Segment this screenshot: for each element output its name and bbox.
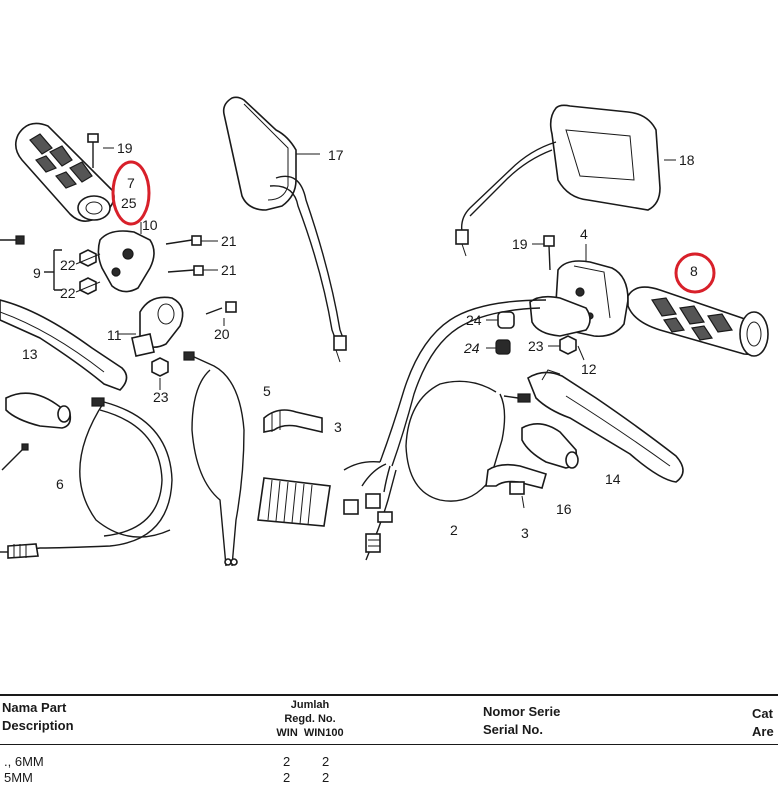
callout-25: 25 xyxy=(121,195,137,211)
lever-holder xyxy=(118,296,184,357)
callout-4: 4 xyxy=(580,226,588,242)
band-clamp-3-right xyxy=(485,463,547,509)
col-header-serial-id: Nomor Serie xyxy=(483,704,561,719)
callout-3-left: 3 xyxy=(334,419,342,435)
cap-24-lower xyxy=(486,339,511,355)
throttle-housing xyxy=(97,222,155,293)
callout-24-upper: 24 xyxy=(466,312,482,328)
callout-8: 8 xyxy=(690,263,698,279)
callout-23-right: 23 xyxy=(528,338,544,354)
callout-7: 7 xyxy=(127,175,135,191)
mirror-right xyxy=(455,104,676,257)
right-lever xyxy=(527,369,684,483)
callout-23-left: 23 xyxy=(153,389,169,405)
callout-14: 14 xyxy=(605,471,621,487)
lever-bracket-12 xyxy=(529,295,591,361)
callout-11: 11 xyxy=(107,327,122,343)
nuts-22-bracket xyxy=(44,249,101,295)
callout-10: 10 xyxy=(142,217,158,233)
col-header-qty-reg: Regd. No. xyxy=(284,713,336,725)
right-handlebar-grip xyxy=(627,286,769,357)
callout-13: 13 xyxy=(22,346,38,362)
header-separator xyxy=(0,744,778,745)
band-clamp-3-left xyxy=(263,409,323,434)
row-qty-win: 2 xyxy=(283,754,291,769)
callout-19-right: 19 xyxy=(512,236,528,252)
callout-2: 2 xyxy=(450,522,458,538)
col-header-cat-1: Cat xyxy=(752,706,773,721)
bolt-19-right xyxy=(532,235,555,271)
col-header-cat-2: Are xyxy=(752,724,774,739)
cap-24-upper xyxy=(486,311,515,329)
cable-6 xyxy=(0,397,173,559)
callout-21-upper: 21 xyxy=(221,233,237,249)
row-qty-win100: 2 xyxy=(322,754,330,769)
switch-wiring-harness xyxy=(257,299,547,527)
col-header-qty-id: Jumlah xyxy=(290,699,330,711)
callout-22-lower: 22 xyxy=(60,285,76,301)
screw-21-lower xyxy=(167,265,218,276)
callout-6: 6 xyxy=(56,476,64,492)
callout-19-left: 19 xyxy=(117,140,133,156)
callout-22-upper: 22 xyxy=(60,257,76,273)
col-header-name-en: Description xyxy=(2,718,74,733)
screw-21-upper xyxy=(165,235,218,246)
right-dust-cover xyxy=(521,423,579,469)
callout-17: 17 xyxy=(328,147,344,163)
callout-21-lower: 21 xyxy=(221,262,237,278)
callout-24-lower: 24 xyxy=(463,340,480,356)
callout-18: 18 xyxy=(679,152,695,168)
wire-end-left xyxy=(1,443,29,471)
left-lever xyxy=(0,299,128,391)
callout-16: 16 xyxy=(556,501,572,517)
callout-9: 9 xyxy=(33,265,41,281)
cable-2 xyxy=(365,380,531,561)
screw-20 xyxy=(205,301,237,326)
left-dust-cover xyxy=(5,392,72,429)
bolt-far-left xyxy=(0,235,25,245)
nut-23-left xyxy=(151,357,169,390)
callout-20: 20 xyxy=(214,326,230,342)
row-description: ., 6MM xyxy=(4,754,44,769)
callout-12: 12 xyxy=(581,361,597,377)
parts-table: Nama Part Description Jumlah Regd. No. W… xyxy=(0,694,778,785)
highlight-ring-7-25 xyxy=(111,160,151,226)
callout-3-right: 3 xyxy=(521,525,529,541)
mirror-left xyxy=(222,96,347,363)
bolt-19-left xyxy=(87,133,114,168)
col-header-serial-en: Serial No. xyxy=(483,722,543,737)
nut-23-right xyxy=(548,335,577,355)
callout-5: 5 xyxy=(263,383,271,399)
highlight-ring-8 xyxy=(674,252,716,294)
left-handlebar-grip xyxy=(14,122,115,222)
col-header-name-id: Nama Part xyxy=(2,700,67,715)
col-header-qty-models: WIN WIN100 xyxy=(276,727,344,739)
cable-5 xyxy=(183,351,245,567)
